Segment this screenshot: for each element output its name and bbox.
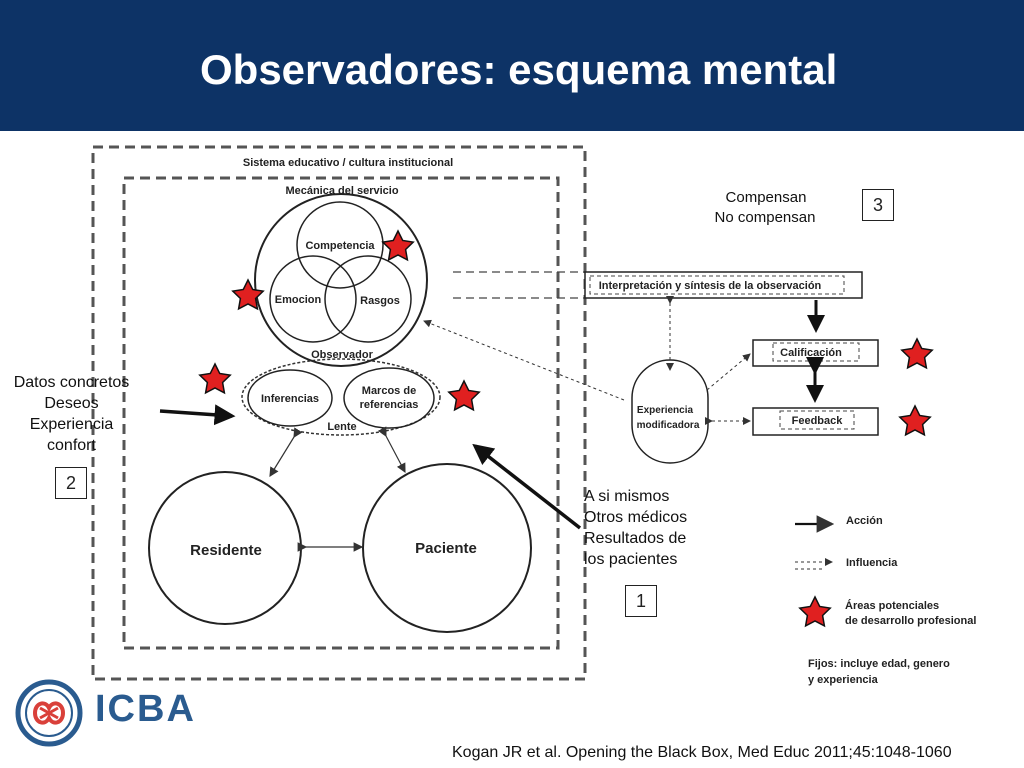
feedback-inner-box [779, 410, 855, 430]
bottom-input-item: Otros médicos [584, 509, 688, 526]
inner-frame-label: Mecánica del servicio [285, 185, 398, 197]
rasgos-circle [324, 255, 412, 343]
citation: Kogan JR et al. Opening the Black Box, M… [452, 744, 952, 761]
lens-ellipse [241, 358, 441, 436]
legend-fixed-line1: Fijos: incluye edad, genero [808, 658, 950, 670]
inner-frame [122, 176, 560, 650]
legend-areas-line1: Áreas potenciales [845, 599, 939, 612]
observer-label: Observador [311, 349, 373, 361]
bottom-input-arrow [472, 443, 582, 530]
star-calificacion [900, 337, 934, 370]
experience-label-line2: modificadora [637, 420, 700, 431]
title-bar: Observadores: esquema mental [0, 0, 1024, 131]
marcos-ellipse [343, 367, 435, 429]
legend-action-label: Acción [846, 515, 883, 527]
emocion-circle [269, 255, 357, 343]
left-input-item: Experiencia [29, 416, 114, 433]
legend-fixed-line2: y experiencia [808, 674, 879, 686]
lens-label: Lente [327, 421, 356, 433]
compensan-label: Compensan [726, 189, 807, 206]
star-feedback [898, 404, 932, 437]
patient-label: Paciente [415, 540, 477, 557]
legend-star [798, 595, 832, 628]
interpretation-inner-box [589, 275, 845, 295]
experience-shape [631, 359, 709, 464]
lens-resident-arrow [269, 427, 303, 478]
bottom-input-item: A si mismos [584, 488, 670, 505]
feedback-box [752, 407, 879, 436]
calificacion-label: Calificación [780, 347, 842, 359]
lens-patient-arrow [377, 426, 406, 474]
slide-title: Observadores: esquema mental [200, 46, 838, 93]
star-competencia [381, 229, 415, 262]
star-emocion [231, 278, 265, 311]
competencia-circle [296, 201, 384, 289]
number-box-3: 3 [862, 189, 894, 221]
left-input-item: Deseos [44, 395, 99, 412]
number-box-2: 2 [55, 467, 87, 499]
bottom-input-item: los pacientes [584, 551, 678, 568]
experience-label-line1: Experiencia [637, 405, 694, 416]
interpretation-label: Interpretación y síntesis de la observac… [599, 280, 822, 292]
star-marcos [447, 379, 481, 412]
competencia-label: Competencia [305, 240, 375, 252]
icba-logo-text: ICBA [95, 688, 196, 730]
bottom-input-item: Resultados de [584, 530, 687, 547]
experience-calificacion-influence [706, 353, 751, 391]
left-input-arrow [159, 404, 236, 426]
marcos-label-line1: Marcos de [362, 385, 416, 397]
outer-frame [91, 145, 587, 681]
emocion-label: Emocion [275, 294, 322, 306]
left-input-item: confort [47, 437, 96, 454]
inferencias-ellipse [247, 369, 333, 427]
no-compensan-label: No compensan [715, 209, 816, 226]
outer-frame-label: Sistema educativo / cultura instituciona… [243, 157, 453, 169]
legend-influence-label: Influencia [846, 557, 898, 569]
icba-logo-icon [15, 679, 83, 747]
number-box-1: 1 [625, 585, 657, 617]
feedback-label: Feedback [792, 415, 844, 427]
left-inputs-list: Datos concretos Deseos Experiencia confo… [4, 372, 139, 456]
rasgos-label: Rasgos [360, 295, 400, 307]
star-inferencias [198, 362, 232, 395]
legend-areas-line2: de desarrollo profesional [845, 615, 976, 627]
resident-label: Residente [190, 542, 262, 559]
bottom-inputs-list: A si mismos Otros médicos Resultados de … [584, 486, 687, 570]
observer-circle [254, 193, 428, 367]
experience-observer-influence [423, 319, 625, 401]
marcos-label-line2: referencias [360, 399, 419, 411]
left-input-item: Datos concretos [13, 374, 130, 391]
inferencias-label: Inferencias [261, 393, 319, 405]
